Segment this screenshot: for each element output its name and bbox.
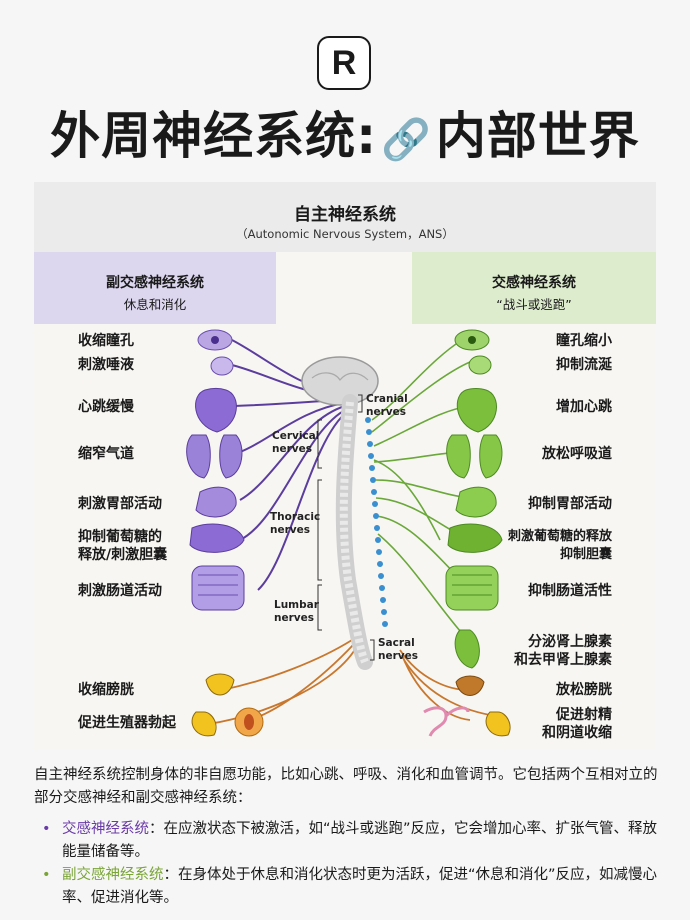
spinal-column-icon bbox=[335, 394, 373, 670]
para-function-pupil: 收缩瞳孔 bbox=[78, 333, 134, 349]
bullet-sympathetic: • 交感神经系统：在应激状态下被激活，如“战斗或逃跑”反应，它会增加心率、扩张气… bbox=[42, 818, 664, 864]
symp-function-heart: 增加心跳 bbox=[556, 399, 612, 415]
ans-header: 自主神经系统 （Autonomic Nervous System，ANS） bbox=[34, 182, 656, 252]
sympathetic-title: 交感神经系统 bbox=[492, 275, 576, 291]
para-function-bladder: 收缩膀胱 bbox=[78, 682, 134, 698]
salivary-gland-icon-right bbox=[468, 355, 492, 375]
bullet-term-parasympathetic: 副交感神经系统 bbox=[62, 867, 164, 883]
sympathetic-subtitle: “战斗或逃跑” bbox=[496, 297, 572, 312]
sympathetic-ganglia-chain bbox=[365, 417, 388, 627]
symp-function-bladder: 放松膀胱 bbox=[556, 682, 612, 698]
symp-function-saliva: 抑制流涎 bbox=[556, 357, 612, 373]
heart-icon-right bbox=[456, 388, 497, 433]
page-title: 外周神经系统:🔗内部世界 bbox=[0, 104, 690, 172]
bladder-icon-right bbox=[455, 675, 485, 696]
symp-function-stomach: 抑制胃部活动 bbox=[528, 496, 612, 512]
stomach-icon bbox=[195, 486, 237, 518]
bladder-icon bbox=[205, 673, 235, 696]
symp-function-glucose: 刺激葡萄糖的释放 bbox=[507, 529, 612, 544]
para-function-heart: 心跳缓慢 bbox=[78, 399, 134, 415]
symp-function-airway: 放松呼吸道 bbox=[542, 446, 612, 462]
description-paragraph: 自主神经系统控制身体的非自愿功能，比如心跳、呼吸、消化和血管调节。它包括两个互相… bbox=[34, 767, 658, 806]
brain-icon bbox=[301, 356, 379, 406]
title-left: 外周神经系统: bbox=[50, 107, 378, 165]
intestines-icon bbox=[191, 565, 245, 611]
sympathetic-header: 交感神经系统 “战斗或逃跑” bbox=[412, 252, 656, 324]
liver-icon bbox=[189, 523, 245, 553]
adrenal-gland-icon bbox=[454, 629, 480, 669]
symp-function-ejaculation: 促进射精 bbox=[556, 707, 612, 723]
para-function-stomach: 刺激胃部活动 bbox=[78, 496, 162, 512]
heart-icon bbox=[195, 388, 237, 433]
parasympathetic-title: 副交感神经系统 bbox=[106, 275, 204, 291]
symp-function-gallbladder: 抑制胆囊 bbox=[559, 547, 612, 562]
stomach-icon-right bbox=[455, 486, 497, 518]
lungs-icon-right bbox=[446, 434, 471, 479]
salivary-gland-icon bbox=[210, 356, 234, 376]
para-function-gallbladder: 释放/刺激胆囊 bbox=[78, 547, 168, 563]
para-function-glucose: 抑制葡萄糖的 bbox=[78, 529, 162, 545]
ans-subtitle: （Autonomic Nervous System，ANS） bbox=[236, 227, 454, 241]
lungs-icon bbox=[186, 434, 211, 479]
intestines-icon-right bbox=[445, 565, 499, 611]
symp-function-adrenaline: 分泌肾上腺素 bbox=[528, 634, 612, 650]
title-right: 内部世界 bbox=[435, 107, 640, 165]
para-function-saliva: 刺激唾液 bbox=[78, 357, 134, 373]
parasympathetic-header: 副交感神经系统 休息和消化 bbox=[34, 252, 276, 324]
bullet-text-sympathetic: ：在应激状态下被激活，如“战斗或逃跑”反应，它会增加心率、扩张气管、释放能量储备… bbox=[62, 821, 658, 860]
parasympathetic-subtitle: 休息和消化 bbox=[123, 297, 187, 312]
bullet-dot: • bbox=[42, 821, 51, 837]
symp-function-intestines: 抑制肠道活性 bbox=[528, 583, 612, 599]
symp-function-pupil: 瞳孔缩小 bbox=[556, 333, 612, 349]
bullet-term-sympathetic: 交感神经系统 bbox=[62, 821, 149, 837]
para-function-intestines: 刺激肠道活动 bbox=[78, 583, 162, 599]
symp-function-noradrenaline: 和去甲肾上腺素 bbox=[514, 652, 612, 668]
symp-function-vaginal: 和阴道收缩 bbox=[542, 725, 612, 741]
logo-letter: R bbox=[331, 43, 357, 82]
link-icon: 🔗 bbox=[381, 117, 432, 163]
bullet-parasympathetic: • 副交感神经系统：在身体处于休息和消化状态时更为活跃，促进“休息和消化”反应，… bbox=[42, 864, 664, 910]
male-reproductive-icon bbox=[191, 711, 217, 737]
ans-title: 自主神经系统 bbox=[294, 205, 396, 225]
uterus-icon bbox=[423, 706, 470, 737]
para-function-airway: 缩窄气道 bbox=[78, 446, 134, 462]
male-reproductive-icon-right bbox=[485, 711, 511, 737]
bullet-text-parasympathetic: ：在身体处于休息和消化状态时更为活跃，促进“休息和消化”反应，如减慢心率、促进消… bbox=[62, 867, 658, 906]
brand-logo: R bbox=[317, 36, 371, 90]
para-function-reproductive: 促进生殖器勃起 bbox=[78, 715, 176, 731]
liver-icon-right bbox=[447, 523, 503, 553]
bullet-dot: • bbox=[42, 867, 51, 883]
